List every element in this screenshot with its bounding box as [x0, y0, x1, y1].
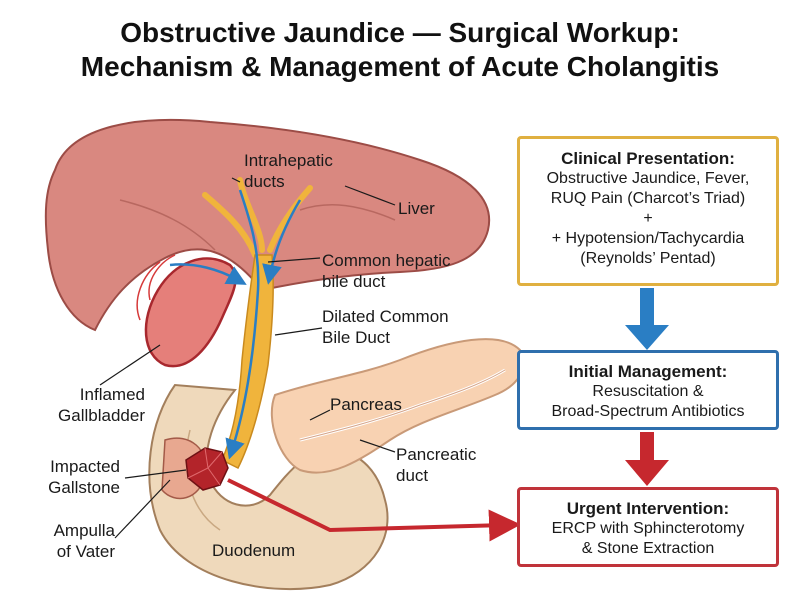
stone-to-intervention-arrow [227, 478, 521, 542]
arrow-initial-to-urgent [625, 432, 669, 486]
label-duodenum: Duodenum [212, 541, 296, 560]
title-line-2: Mechanism & Management of Acute Cholangi… [80, 51, 720, 82]
clinical-presentation-heading: Clinical Presentation: [561, 149, 735, 168]
label-pancreas: Pancreas [330, 395, 402, 414]
page-title: Obstructive Jaundice — Surgical Workup: … [0, 16, 800, 84]
arrow-presentation-to-initial [625, 288, 669, 350]
clinical-presentation-box: Clinical Presentation: Obstructive Jaund… [517, 136, 779, 286]
liver-shape [44, 119, 491, 332]
pancreas-shape [270, 338, 525, 474]
urgent-intervention-heading: Urgent Intervention: [566, 499, 730, 518]
initial-management-box: Initial Management: Resuscitation & Broa… [517, 350, 779, 430]
label-liver: Liver [398, 199, 435, 218]
title-line-1: Obstructive Jaundice — Surgical Workup: [120, 17, 680, 48]
initial-management-heading: Initial Management: [568, 362, 728, 381]
intrahepatic-ducts [202, 177, 313, 258]
urgent-intervention-box: Urgent Intervention: ERCP with Sphincter… [517, 487, 779, 567]
common-bile-duct [221, 254, 274, 470]
gallbladder-shape [144, 257, 237, 368]
